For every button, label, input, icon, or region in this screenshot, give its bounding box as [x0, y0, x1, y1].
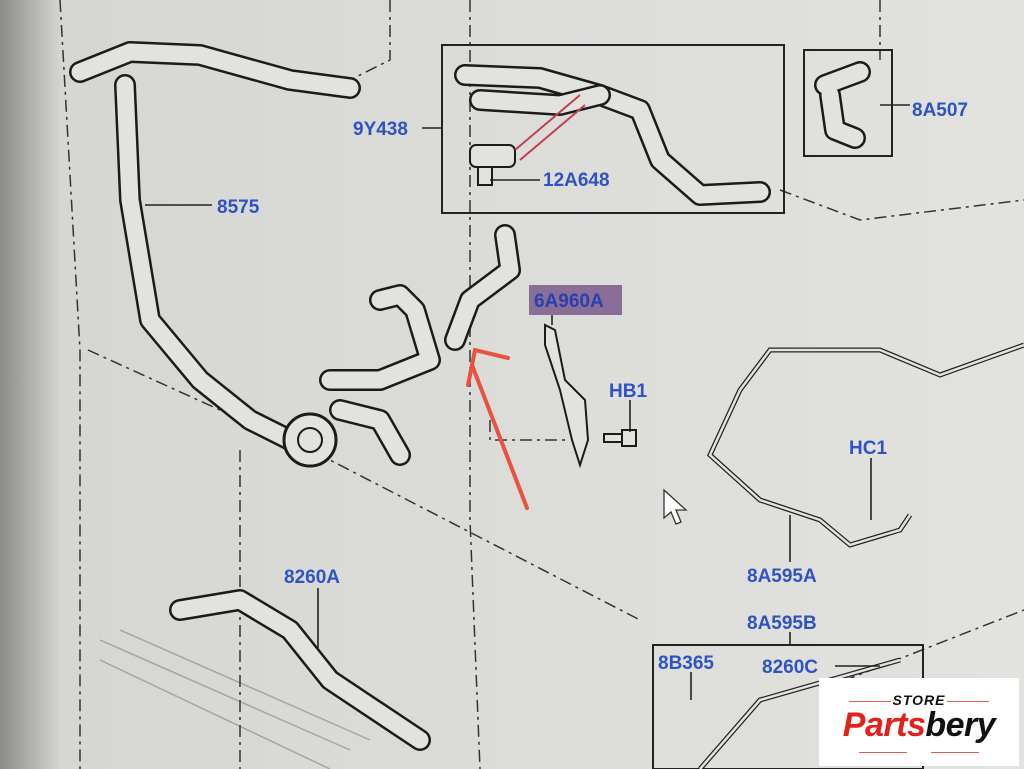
partsbery-watermark-logo: STORE Partsbery	[819, 678, 1019, 766]
part-label-8b365[interactable]: 8B365	[658, 653, 714, 674]
part-label-hc1[interactable]: HC1	[849, 438, 887, 459]
group-box-8a507	[803, 49, 893, 157]
hose-9y438	[454, 64, 771, 206]
part-label-12a648[interactable]: 12A648	[543, 170, 610, 191]
hose-8260a	[169, 589, 431, 751]
part-label-8260c[interactable]: 8260C	[762, 657, 818, 678]
bolt-hb1	[603, 429, 637, 447]
logo-divider	[947, 701, 989, 702]
highlight-6a960a	[529, 285, 622, 315]
part-label-8a507[interactable]: 8A507	[912, 100, 968, 121]
logo-divider	[849, 701, 891, 702]
logo-store-text: STORE	[892, 692, 946, 708]
bracket-6a960a	[544, 323, 590, 469]
leader-lines	[145, 104, 910, 700]
part-label-8a595a[interactable]: 8A595A	[747, 566, 817, 587]
part-label-6a960a[interactable]: 6A960A	[534, 291, 604, 312]
mouse-cursor-icon	[663, 488, 688, 525]
part-label-8575[interactable]: 8575	[217, 197, 260, 218]
red-annotation-arrow	[466, 347, 529, 510]
logo-divider	[859, 752, 907, 753]
radiator	[99, 629, 371, 769]
hose-8a507	[814, 61, 871, 149]
part-label-8260a[interactable]: 8260A	[284, 567, 340, 588]
sensor-12a648	[469, 94, 586, 186]
pipe-8a595	[698, 342, 1024, 769]
hose-upper-outlet	[319, 224, 521, 466]
hose-8575	[69, 41, 361, 451]
thermostat-housing	[282, 412, 338, 468]
logo-divider	[931, 752, 979, 753]
part-label-hb1[interactable]: HB1	[609, 381, 647, 402]
logo-brand-text: Partsbery	[842, 706, 996, 744]
part-label-9y438[interactable]: 9Y438	[353, 119, 408, 140]
group-box-9y438	[441, 44, 785, 214]
part-label-8a595b[interactable]: 8A595B	[747, 613, 817, 634]
